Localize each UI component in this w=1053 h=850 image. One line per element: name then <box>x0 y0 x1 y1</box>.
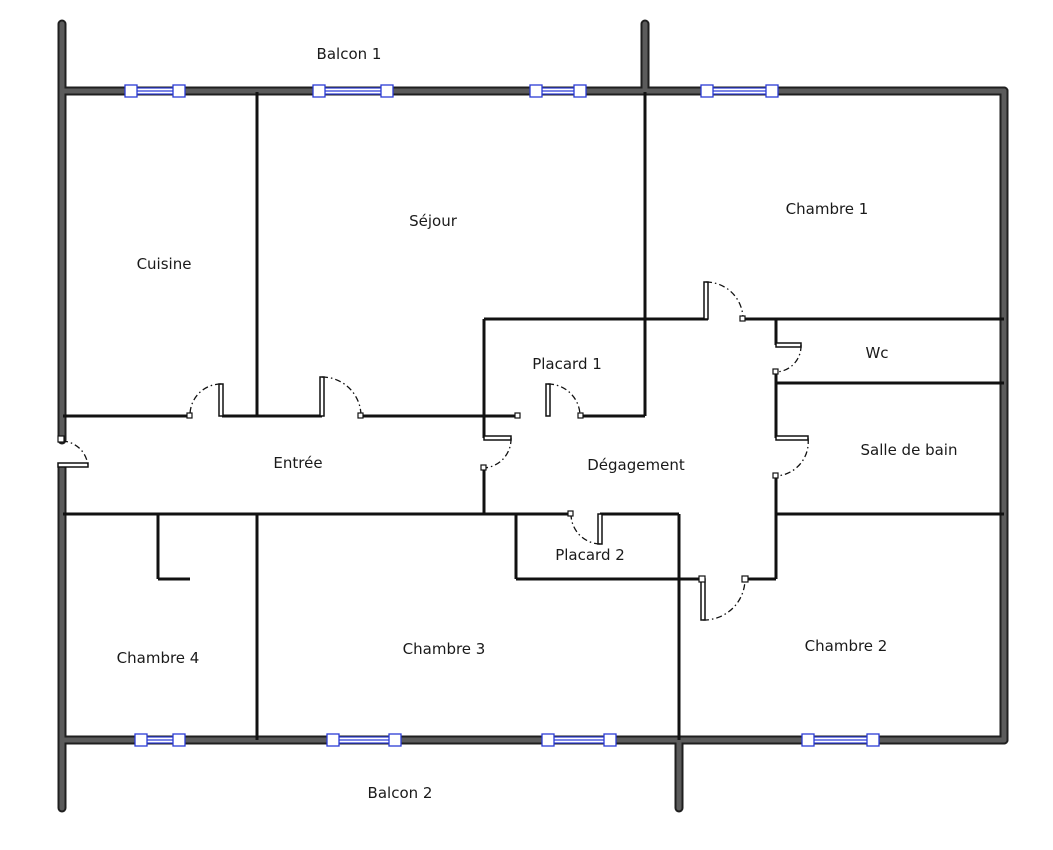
window-chambre-1 <box>700 84 779 98</box>
window-sejour-1 <box>312 84 394 98</box>
doors <box>57 281 809 621</box>
label-chambre-3: Chambre 3 <box>403 640 486 658</box>
interior-walls <box>63 92 1004 740</box>
outer-walls <box>57 19 1009 813</box>
window-sejour-2 <box>529 84 587 98</box>
door-placard-2 <box>567 510 603 545</box>
label-chambre-1: Chambre 1 <box>786 200 869 218</box>
label-degagement: Dégagement <box>587 456 685 474</box>
window-chambre-3-2 <box>541 733 617 747</box>
room-labels: Balcon 1 Cuisine Séjour Chambre 1 Placar… <box>117 45 958 802</box>
label-wc: Wc <box>865 344 888 362</box>
label-balcon-2: Balcon 2 <box>368 784 433 802</box>
label-placard-1: Placard 1 <box>532 355 602 373</box>
label-salle-de-bain: Salle de bain <box>861 441 958 459</box>
door-sejour <box>319 376 364 419</box>
label-chambre-4: Chambre 4 <box>117 649 200 667</box>
label-sejour: Séjour <box>409 212 458 230</box>
label-balcon-1: Balcon 1 <box>317 45 382 63</box>
window-chambre-4 <box>134 733 186 747</box>
window-cuisine <box>124 84 186 98</box>
door-salle-de-bain <box>772 435 809 479</box>
door-entree <box>57 435 89 468</box>
door-degagement <box>480 435 512 471</box>
window-chambre-3-1 <box>326 733 402 747</box>
label-cuisine: Cuisine <box>137 255 192 273</box>
door-wc <box>772 342 802 375</box>
door-chambre-1 <box>703 281 746 322</box>
window-chambre-2 <box>801 733 880 747</box>
label-placard-2: Placard 2 <box>555 546 625 564</box>
windows <box>124 84 880 747</box>
door-chambre-2 <box>698 575 749 621</box>
door-cuisine <box>186 383 224 419</box>
label-entree: Entrée <box>273 454 322 472</box>
door-placard-1 <box>514 383 584 419</box>
label-chambre-2: Chambre 2 <box>805 637 888 655</box>
